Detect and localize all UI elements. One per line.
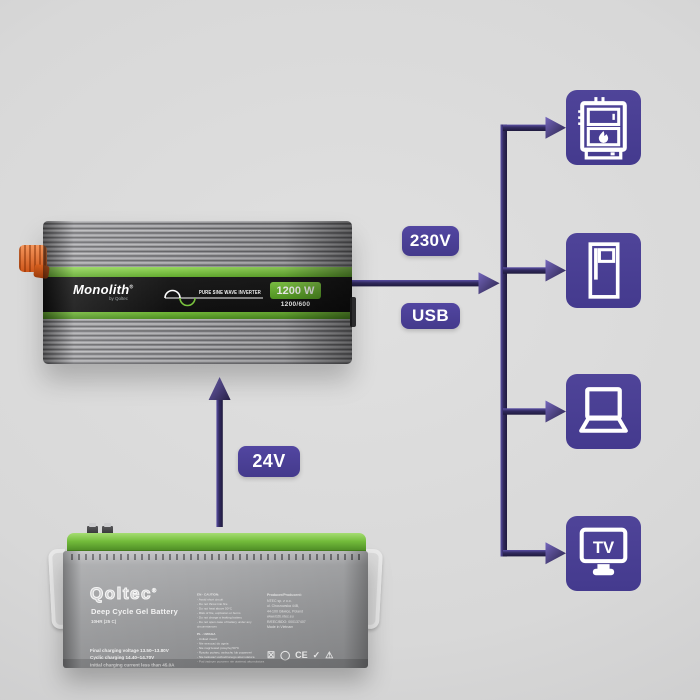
dc-arrow-head xyxy=(208,377,231,400)
branch-fridge-head xyxy=(545,259,566,282)
usb-port-badge: USB xyxy=(401,303,460,329)
inverter-heatsink-bottom xyxy=(43,319,352,364)
battery-terminal-negative xyxy=(87,523,98,536)
device-tile-boiler xyxy=(566,90,641,165)
battery-producer-text: Producer/Producent: NTEC sp. z o.o.ul. C… xyxy=(267,593,306,630)
branch-fridge xyxy=(503,267,546,274)
device-tile-refrigerator xyxy=(566,233,641,308)
tv-icon-label: TV xyxy=(593,538,615,557)
inverter-brand-sub: by Qoltec xyxy=(109,296,129,301)
ac-voltage-badge: 230V xyxy=(402,226,459,256)
sine-wave-icon: PURE SINE WAVE INVERTER xyxy=(164,289,263,307)
battery-bottom-shade xyxy=(63,659,368,668)
inverter-brand-logo: Monolith® xyxy=(73,282,134,297)
battery-product-title: Deep Cycle Gel Battery xyxy=(91,607,178,616)
branch-tv-head xyxy=(545,542,566,565)
dc-voltage-badge: 24V xyxy=(238,446,300,477)
gel-battery: Qoltec® Deep Cycle Gel Battery 10HR (25 … xyxy=(47,523,384,668)
registered-mark: ® xyxy=(151,588,158,595)
tv-icon: TV xyxy=(579,527,628,576)
battery-brand-logo: Qoltec® xyxy=(89,583,158,603)
device-tile-laptop xyxy=(566,374,641,449)
distribution-trunk xyxy=(500,124,507,557)
dc-arrow-shaft xyxy=(216,397,223,527)
battery-rating: 10HR (25 C) xyxy=(91,619,117,624)
inverter-dc-terminal-nut xyxy=(33,264,50,279)
branch-tv xyxy=(503,550,546,557)
inverter-front-panel: Monolith® by Qoltec PURE SINE WAVE INVER… xyxy=(43,277,352,312)
inverter-product-label: PURE SINE WAVE INVERTER xyxy=(199,290,261,296)
branch-laptop xyxy=(503,408,546,415)
registered-mark: ® xyxy=(129,284,134,291)
refrigerator-icon xyxy=(588,242,620,299)
inverter-green-stripe-bottom xyxy=(43,312,352,319)
branch-laptop-head xyxy=(545,400,566,423)
inverter-green-stripe-top xyxy=(43,267,352,277)
branch-boiler xyxy=(503,124,546,131)
ac-arrow-shaft xyxy=(352,280,479,287)
ac-arrow-head xyxy=(478,272,500,295)
battery-caution-text: EN - CAUTION: - Avoid short circuit- Do … xyxy=(197,593,265,664)
battery-case: Qoltec® Deep Cycle Gel Battery 10HR (25 … xyxy=(63,551,368,668)
inverter-power-rating: 1200/600 xyxy=(280,301,311,308)
laptop-icon xyxy=(579,387,628,433)
battery-terminal-positive xyxy=(102,523,113,536)
power-inverter: Monolith® by Qoltec PURE SINE WAVE INVER… xyxy=(19,221,356,364)
inverter-power-badge: 1200 W xyxy=(270,282,321,299)
battery-lid xyxy=(67,533,366,552)
battery-certification-marks: ☒◯CE✓⚠ xyxy=(267,650,334,660)
device-tile-tv: TV xyxy=(566,516,641,591)
inverter-side-tab xyxy=(350,297,356,327)
inverter-heatsink-top xyxy=(43,221,352,267)
branch-boiler-head xyxy=(545,116,566,139)
heating-boiler-icon xyxy=(578,97,627,160)
battery-vent-row xyxy=(71,554,360,560)
